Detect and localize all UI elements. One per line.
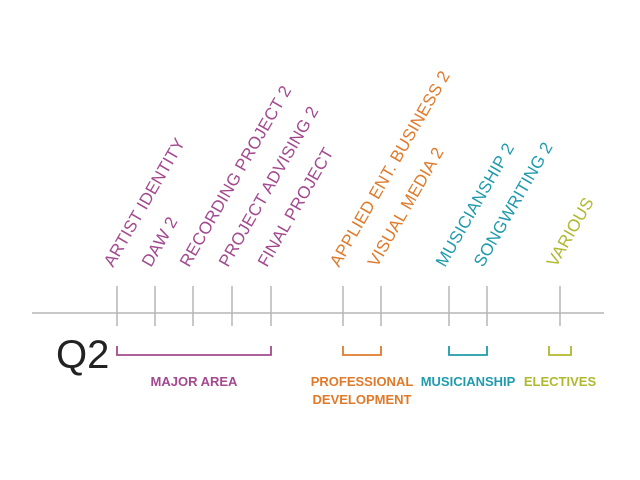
quarter-label: Q2 — [56, 333, 109, 377]
major-area-bracket — [116, 346, 272, 356]
electives-bracket — [548, 346, 572, 356]
professional-development-label: PROFESSIONAL — [311, 374, 414, 389]
group-bracket-group — [116, 346, 572, 356]
professional-development-label: DEVELOPMENT — [313, 392, 412, 407]
professional-development-bracket — [342, 346, 382, 356]
musicianship-bracket — [448, 346, 488, 356]
course-label: VARIOUS — [543, 194, 598, 270]
tick-group — [116, 286, 561, 326]
course-label: DAW 2 — [138, 214, 182, 270]
major-area-label: MAJOR AREA — [151, 374, 239, 389]
group-label-group: MAJOR AREA PROFESSIONAL DEVELOPMENT MUSICIA… — [151, 374, 597, 407]
electives-label: ELECTIVES — [524, 374, 597, 389]
musicianship-label: MUSICIANSHIP — [421, 374, 516, 389]
